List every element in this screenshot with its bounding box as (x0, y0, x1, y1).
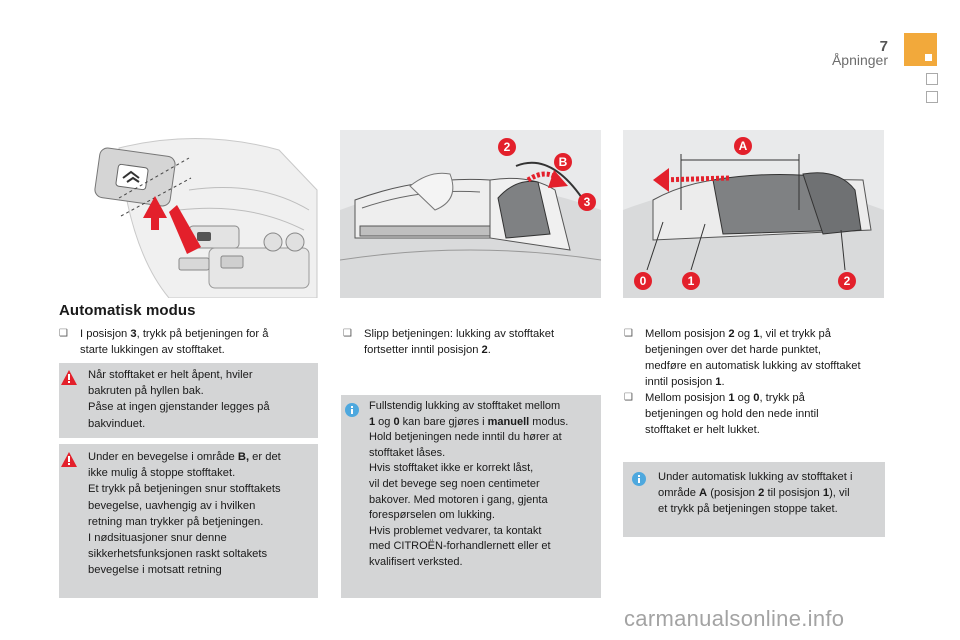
bullet-icon: ❑ (59, 328, 68, 339)
position-label-2: 2 (844, 274, 851, 288)
chapter-tab[interactable] (926, 91, 938, 103)
bullet-icon: ❑ (624, 392, 633, 403)
info-icon (345, 403, 359, 417)
chapter-title: Åpninger (831, 52, 888, 68)
position-label-1: 1 (688, 274, 695, 288)
bullet-item: ❑ Slipp betjeningen: lukking av stofftak… (343, 328, 555, 356)
warning-box: Under en bevegelse i område B, er det ik… (59, 444, 318, 598)
position-label-2: 2 (504, 140, 511, 154)
position-label-0: 0 (640, 274, 647, 288)
roof-positions-illustration: A 0 1 2 (623, 130, 884, 298)
info-box: Fullstendig lukking av stofftaket mellom… (341, 395, 601, 598)
page-number: 7 (879, 38, 888, 55)
warning-box: Når stofftaket er helt åpent, hviler bak… (59, 363, 318, 438)
roof-closing-illustration: 2 B 3 (340, 130, 601, 298)
section-heading: Automatisk modus (59, 302, 196, 319)
chapter-tab-active[interactable] (904, 33, 937, 66)
position-label-3: 3 (584, 195, 591, 209)
info-box: Under automatisk lukking av stofftaket i… (623, 462, 885, 537)
zone-label-a: A (739, 139, 748, 153)
bullet-item: ❑ Mellom posisjon 1 og 0, trykk på betje… (624, 392, 819, 436)
bullet-item: ❑ I posisjon 3, trykk på betjeningen for… (59, 328, 269, 356)
bullet-icon: ❑ (343, 328, 352, 339)
warning-icon (61, 370, 77, 385)
chapter-tab[interactable] (926, 73, 938, 85)
warning-icon (61, 452, 77, 467)
zone-label-b: B (559, 155, 568, 169)
bullet-item: ❑ Mellom posisjon 2 og 1, vil et trykk p… (624, 328, 861, 388)
switch-illustration (59, 130, 318, 298)
watermark: carmanualsonline.info (624, 606, 845, 631)
info-icon (632, 472, 646, 486)
bullet-icon: ❑ (624, 328, 633, 339)
